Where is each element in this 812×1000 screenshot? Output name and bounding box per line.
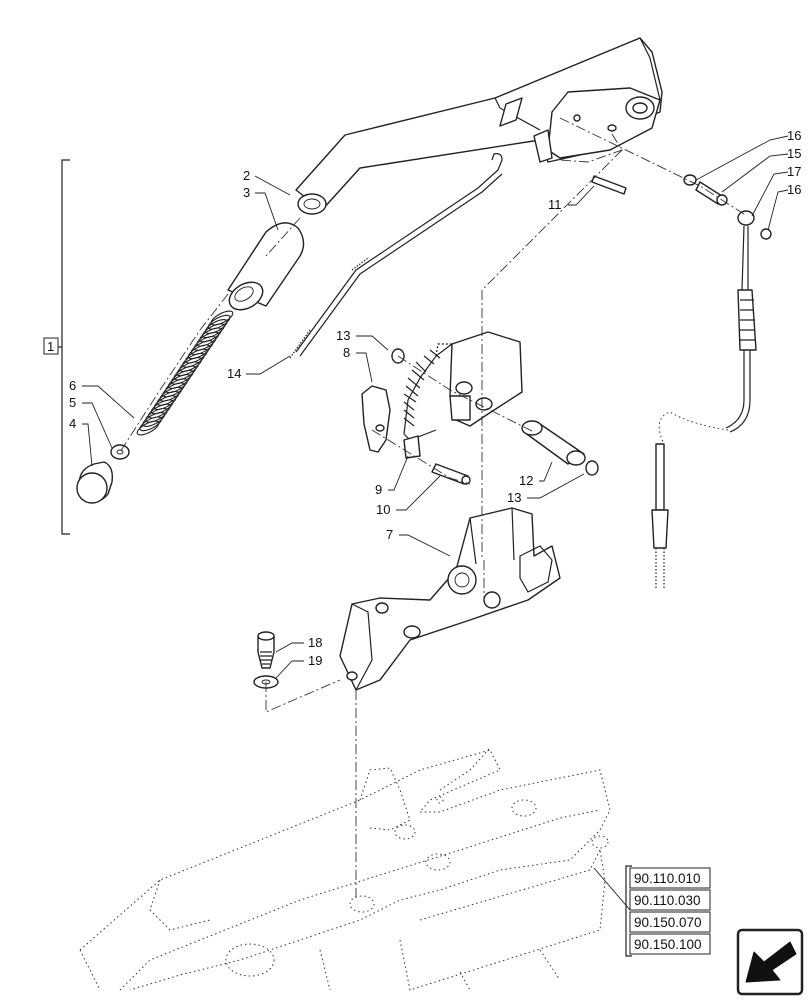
callout-8: 8 bbox=[343, 345, 350, 360]
callout-6: 6 bbox=[69, 378, 76, 393]
knob-4 bbox=[76, 461, 114, 504]
callout-5: 5 bbox=[69, 395, 76, 410]
rod-14 bbox=[289, 153, 503, 359]
ratchet-sector bbox=[403, 331, 523, 441]
callout-13-top: 13 bbox=[336, 328, 350, 343]
callout-2: 2 bbox=[243, 168, 250, 183]
callout-9: 9 bbox=[375, 482, 382, 497]
pin-10 bbox=[431, 463, 471, 485]
washer-5 bbox=[110, 444, 130, 460]
spring bbox=[136, 310, 234, 436]
callout-15: 15 bbox=[787, 146, 801, 161]
chassis-frame bbox=[79, 747, 611, 991]
callout-10: 10 bbox=[376, 502, 390, 517]
callout-19: 19 bbox=[308, 653, 322, 668]
part-9 bbox=[403, 435, 421, 459]
reference-link[interactable]: 90.150.070 bbox=[634, 915, 702, 930]
leader-lines bbox=[82, 135, 789, 911]
group-bracket bbox=[43, 159, 70, 535]
callout-17: 17 bbox=[787, 164, 801, 179]
callout-12: 12 bbox=[519, 473, 533, 488]
callout-4: 4 bbox=[69, 416, 76, 431]
callout-16-bottom: 16 bbox=[787, 182, 801, 197]
pin-11 bbox=[591, 175, 627, 195]
reference-link[interactable]: 90.110.010 bbox=[634, 871, 701, 886]
grip-sleeve bbox=[227, 222, 305, 311]
callout-7: 7 bbox=[386, 527, 393, 542]
reference-link[interactable]: 90.110.030 bbox=[634, 893, 701, 908]
pawl-8 bbox=[361, 385, 391, 453]
shaft-12 bbox=[521, 420, 586, 466]
reference-link[interactable]: 90.150.100 bbox=[634, 937, 702, 952]
ring-13b bbox=[585, 460, 599, 476]
arrow-back-icon[interactable] bbox=[736, 928, 804, 996]
group-label: 1 bbox=[47, 339, 54, 354]
screw-18 bbox=[257, 631, 275, 669]
lever-arm bbox=[295, 37, 663, 215]
callout-11: 11 bbox=[548, 197, 562, 212]
assembly-lines bbox=[119, 117, 745, 900]
callout-18: 18 bbox=[308, 635, 322, 650]
cable-assembly bbox=[651, 174, 772, 590]
callout-13-bottom: 13 bbox=[507, 490, 521, 505]
callout-16-top: 16 bbox=[787, 128, 801, 143]
reference-list bbox=[625, 865, 711, 957]
bracket-7 bbox=[339, 507, 561, 691]
callout-14: 14 bbox=[227, 366, 241, 381]
callout-3: 3 bbox=[243, 185, 250, 200]
